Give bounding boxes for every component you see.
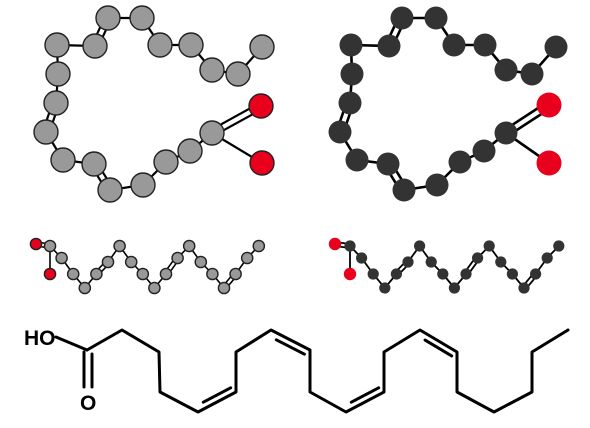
carbon-atom: [33, 119, 59, 145]
carbon-atom: [252, 239, 266, 253]
carbon-atom: [518, 282, 530, 294]
carbon-atom: [148, 281, 161, 295]
carbon-atom: [544, 35, 568, 59]
double-bond-inner-line: [349, 386, 381, 404]
carbon-atom: [124, 255, 138, 269]
carbon-atom: [392, 178, 416, 202]
carbon-atom: [199, 57, 225, 83]
carbon-atom: [82, 33, 108, 59]
double-bond-inner-line: [201, 386, 233, 404]
carbon-atom: [402, 256, 414, 268]
carbon-atom: [442, 33, 466, 57]
carbon-atom: [217, 281, 231, 295]
carbon-atom: [376, 152, 400, 176]
carbon-atom: [473, 33, 497, 57]
carbon-atom: [90, 267, 103, 281]
carbon-atom: [356, 252, 368, 264]
carbon-atom: [494, 58, 518, 82]
oxygen-atom: [248, 93, 274, 119]
carbon-atom: [45, 61, 71, 87]
double-bond-inner-line: [423, 338, 454, 358]
carbon-atom: [171, 251, 184, 265]
hydroxyl-bond-line: [54, 335, 89, 352]
carbon-atom: [206, 267, 219, 281]
carbon-atom: [506, 268, 518, 280]
carbon-atom: [44, 32, 70, 58]
oxygen-atom: [29, 237, 43, 251]
ring-conformer-dark: [328, 6, 568, 202]
carbon-atom: [424, 6, 448, 30]
skeletal-formula: HO O: [24, 327, 570, 415]
oxygen-atom: [43, 267, 57, 281]
carbon-chain-line: [85, 328, 570, 414]
carbon-atom: [225, 61, 251, 87]
carbon-atom: [338, 91, 362, 115]
double-bond-inner-line: [274, 338, 306, 356]
carbon-atom: [414, 240, 426, 252]
carbon-atom: [229, 267, 242, 281]
ring-conformer-light: [33, 5, 275, 203]
carbon-atom: [43, 239, 57, 253]
carbon-atom: [379, 282, 391, 294]
carbon-atom: [377, 34, 401, 58]
carbon-atom: [530, 268, 542, 280]
carbon-atom: [390, 268, 402, 280]
oxygen-atom: [536, 150, 562, 176]
carbon-atom: [130, 172, 156, 198]
carbon-atom: [95, 5, 121, 31]
hydroxyl-label: HO: [24, 327, 56, 350]
carbon-atom: [448, 282, 460, 294]
carbon-atom: [448, 150, 472, 174]
carbon-atom: [390, 6, 414, 30]
carbon-atom: [194, 255, 208, 269]
oxygen-atom: [249, 150, 275, 176]
carbon-atom: [199, 120, 225, 146]
oxygen-atom: [328, 237, 342, 251]
carbon-atom: [78, 281, 92, 295]
carbon-atom: [113, 239, 126, 253]
carbon-atom: [66, 267, 80, 281]
carbon-atom: [460, 268, 472, 280]
extended-conformer-dark: [328, 237, 565, 294]
carbon-atom: [249, 34, 275, 60]
carbon-atom: [344, 240, 356, 252]
carbon-atom: [425, 256, 437, 268]
carbon-atom: [97, 177, 123, 203]
carbon-atom: [472, 252, 484, 264]
carbon-atom: [177, 138, 203, 164]
carbon-atom: [345, 148, 369, 172]
carbon-atom: [495, 256, 507, 268]
oxygen-atom: [536, 92, 562, 118]
carbon-atom: [553, 240, 565, 252]
carbon-atom: [147, 32, 173, 58]
carbon-atom: [129, 5, 155, 31]
carbon-atom: [136, 267, 150, 281]
carbon-atom: [328, 120, 352, 144]
carbon-atom: [472, 139, 496, 163]
carbon-atom: [340, 62, 364, 86]
extended-conformer-light: [29, 237, 266, 295]
carbon-atom: [520, 62, 544, 86]
carbon-atom: [425, 173, 449, 197]
carbon-atom: [541, 252, 553, 264]
carbon-atom: [153, 149, 179, 175]
carbon-atom: [50, 147, 76, 173]
carbon-atom: [55, 251, 68, 265]
carbon-atom: [178, 32, 204, 58]
oxygen-atom: [343, 267, 357, 281]
carbon-atom: [81, 151, 107, 177]
carbon-atom: [159, 267, 173, 281]
carbon-atom: [240, 251, 254, 265]
carbon-atom: [339, 33, 363, 57]
carbon-atom: [43, 90, 69, 116]
carbon-atom: [483, 240, 495, 252]
carbon-atom: [437, 268, 449, 280]
carbon-atom: [182, 239, 196, 253]
carbon-atom: [494, 121, 518, 145]
carbonyl-oxygen-label: O: [80, 392, 96, 415]
carbon-atom: [101, 255, 115, 269]
carbon-atom: [367, 268, 379, 280]
